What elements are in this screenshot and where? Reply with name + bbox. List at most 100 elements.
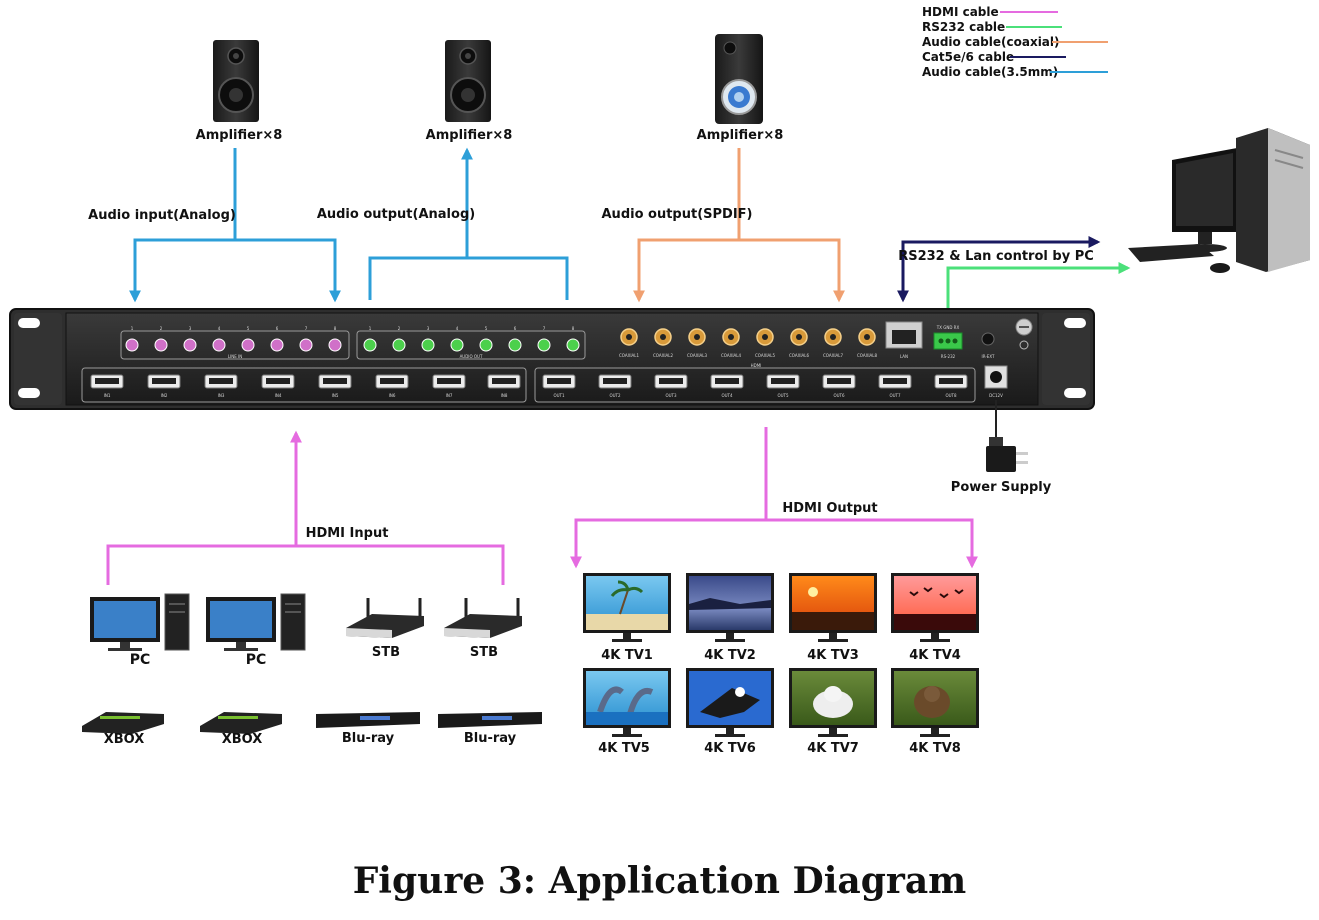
amplifier-2: Amplifier×8 [426,40,512,143]
source-label: STB [470,645,498,660]
display-tv5: 4K TV5 [583,668,671,756]
line-in-jack[interactable]: 6 [270,326,284,352]
audio-out-jack[interactable]: 8 [566,326,580,352]
line-in-jack[interactable]: 1 [125,326,139,352]
port-number: 1 [369,326,372,331]
display-tv2: 4K TV2 [686,573,774,663]
display-tv7: 4K TV7 [789,668,877,756]
dc-power-jack[interactable]: DC12V [984,365,1008,398]
hdmi-port-label: OUT3 [665,393,677,398]
line-in-label: LINE IN [228,354,242,359]
application-diagram: HDMI cable RS232 cable Audio cable(coaxi… [9,5,1310,756]
hdmi-out-port[interactable]: OUT3 [654,374,688,398]
line-in-jack[interactable]: 7 [299,326,313,352]
coaxial-port-label: COAXIAL8 [857,353,877,358]
source-xbox-1: XBOX [82,712,164,747]
legend-label: Audio cable(3.5mm) [922,65,1058,79]
hdmi-in-port[interactable]: IN5 [318,374,352,398]
ground-screw-icon [1015,318,1033,350]
source-label: Blu-ray [464,731,517,746]
coaxial-port-label: COAXIAL6 [789,353,809,358]
pc-control-label: RS232 & Lan control by PC [898,249,1094,264]
audio-out-jack[interactable]: 3 [421,326,435,352]
audio-out-jack[interactable]: 7 [537,326,551,352]
hdmi-in-port[interactable]: IN6 [375,374,409,398]
source-bluray-1: Blu-ray [316,712,420,746]
hdmi-port-label: IN8 [501,393,508,398]
hdmi-matrix-panel: LINE IN 1 2 3 4 5 6 7 8 AUDIO OUT 1 2 3 … [9,308,1095,410]
figure-caption: Figure 3: Application Diagram [352,860,967,902]
line-in-jack[interactable]: 5 [241,326,255,352]
port-number: 7 [305,326,308,331]
coaxial-jack[interactable]: COAXIAL1 [619,328,639,358]
coaxial-jack[interactable]: COAXIAL2 [653,328,673,358]
display-label: 4K TV8 [909,741,961,756]
ir-ext-label: IR-EXT [982,354,995,359]
hdmi-out-port[interactable]: OUT8 [934,374,968,398]
display-label: 4K TV5 [598,741,650,756]
source-stb-2: STB [444,598,522,660]
hdmi-in-port[interactable]: IN8 [487,374,521,398]
legend-item: Audio cable(3.5mm) [922,65,1108,79]
rack-ear-right [1042,313,1090,405]
power-adapter-icon [986,437,1028,472]
audio-out-jack[interactable]: 5 [479,326,493,352]
amplifier-1: Amplifier×8 [196,40,282,143]
port-number: 4 [456,326,459,331]
cable-legend: HDMI cable RS232 cable Audio cable(coaxi… [922,5,1108,79]
hdmi-out-port[interactable]: OUT7 [878,374,912,398]
hdmi-output-link: HDMI Output [570,427,978,569]
hdmi-port-label: IN7 [446,393,453,398]
source-label: STB [372,645,400,660]
lan-port[interactable]: LAN [885,321,923,359]
audio-out-jack[interactable]: 6 [508,326,522,352]
hdmi-out-port[interactable]: OUT2 [598,374,632,398]
audio-out-jack[interactable]: 2 [392,326,406,352]
hdmi-in-port[interactable]: IN7 [432,374,466,398]
line-in-jack[interactable]: 2 [154,326,168,352]
lan-label: LAN [900,354,908,359]
tv-icon [583,573,671,642]
line-in-jack[interactable]: 3 [183,326,197,352]
source-label: XBOX [104,732,145,747]
coaxial-jack[interactable]: COAXIAL8 [857,328,877,358]
hdmi-out-port[interactable]: OUT6 [822,374,856,398]
hdmi-in-port[interactable]: IN2 [147,374,181,398]
hdmi-label: HDMI [751,363,762,368]
source-label: XBOX [222,732,263,747]
hdmi-port-label: IN1 [104,393,111,398]
coaxial-jack[interactable]: COAXIAL6 [789,328,809,358]
display-tv8: 4K TV8 [891,668,979,756]
display-label: 4K TV7 [807,741,859,756]
coaxial-port-label: COAXIAL2 [653,353,673,358]
hdmi-out-port[interactable]: OUT5 [766,374,800,398]
hdmi-out-port[interactable]: OUT1 [542,374,576,398]
audio-out-label: AUDIO OUT [460,354,483,359]
line-in-jack[interactable]: 4 [212,326,226,352]
coaxial-jack[interactable]: COAXIAL5 [755,328,775,358]
rs232-port[interactable]: TX GND RX RS-232 [933,325,963,359]
ir-ext-port[interactable]: IR-EXT [981,332,995,359]
bluray-player-icon [316,712,420,728]
coaxial-jack[interactable]: COAXIAL3 [687,328,707,358]
hdmi-in-group [81,367,527,403]
port-number: 4 [218,326,221,331]
control-pc [1128,128,1310,273]
hdmi-in-port[interactable]: IN4 [261,374,295,398]
display-tv1: 4K TV1 [583,573,671,663]
line-in-jack[interactable]: 8 [328,326,342,352]
hdmi-port-label: OUT7 [889,393,901,398]
audio-out-jack[interactable]: 1 [363,326,377,352]
source-label: PC [246,652,267,668]
rs232-label: RS-232 [941,354,956,359]
hdmi-out-port[interactable]: OUT4 [710,374,744,398]
hdmi-in-port[interactable]: IN1 [90,374,124,398]
legend-item: HDMI cable [922,5,1058,19]
hdmi-in-port[interactable]: IN3 [204,374,238,398]
hdmi-port-label: IN5 [332,393,339,398]
audio-out-jack[interactable]: 4 [450,326,464,352]
coaxial-jack[interactable]: COAXIAL4 [721,328,741,358]
coaxial-jack[interactable]: COAXIAL7 [823,328,843,358]
speaker-icon [445,40,491,122]
display-label: 4K TV6 [704,741,756,756]
